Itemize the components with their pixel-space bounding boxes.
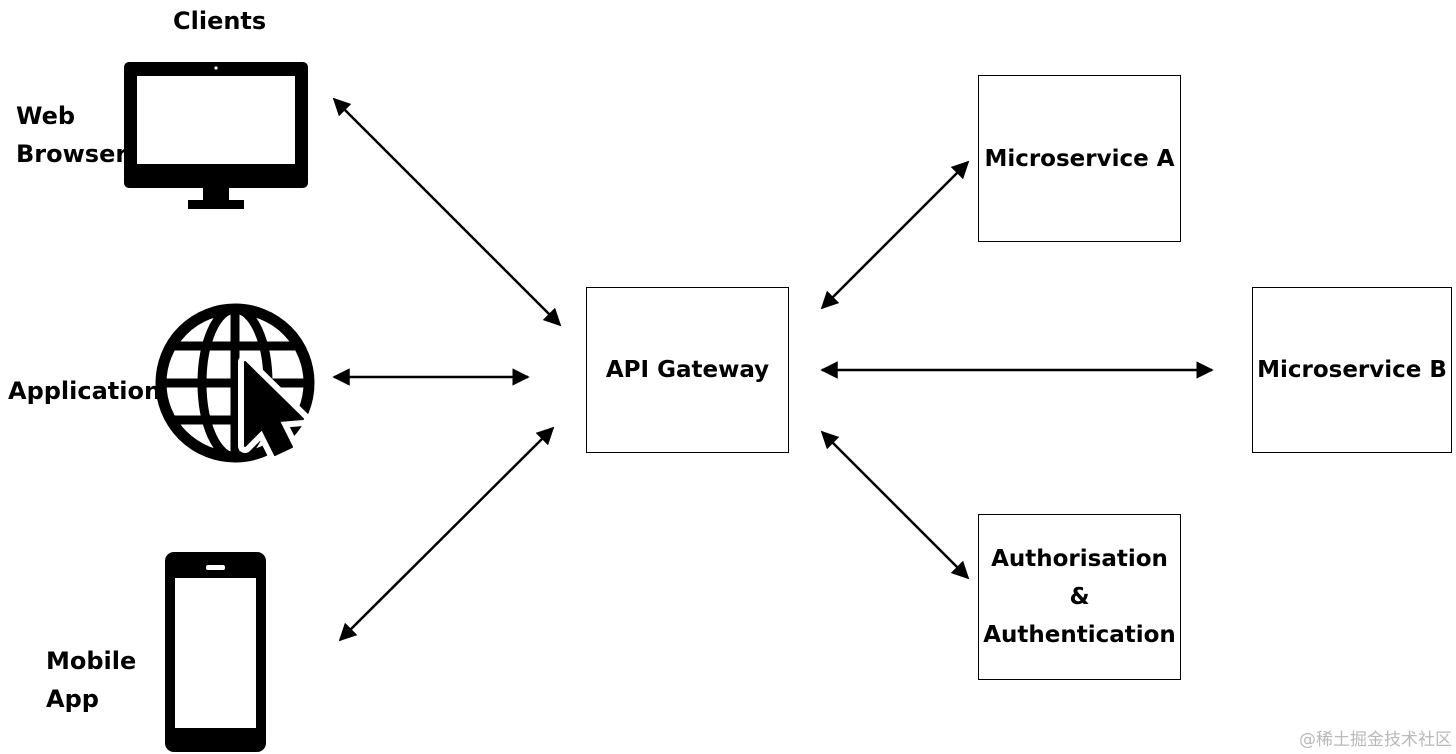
smartphone-icon <box>165 552 266 752</box>
arrow-gateway-auth <box>820 430 970 580</box>
microservice-b-label: Microservice B <box>1257 357 1447 383</box>
arrow-gateway-microservice-a <box>820 160 970 310</box>
mobile-app-label-line2: App <box>46 685 99 713</box>
microservice-b-box: Microservice B <box>1252 287 1452 453</box>
auth-box: Authorisation & Authentication <box>978 514 1181 680</box>
api-gateway-label: API Gateway <box>605 357 770 383</box>
web-browser-label: Web Browser <box>16 97 127 173</box>
clients-title: Clients <box>173 7 267 35</box>
watermark-text: @稀土掘金技术社区 <box>1299 730 1452 750</box>
application-label: Application <box>8 377 162 405</box>
api-gateway-box: API Gateway <box>586 287 789 453</box>
mobile-app-label: Mobile App <box>46 642 136 718</box>
arrow-web-browser-gateway <box>332 97 562 327</box>
web-browser-label-line1: Web <box>16 102 76 130</box>
mobile-app-label-line1: Mobile <box>46 647 137 675</box>
microservice-a-label: Microservice A <box>984 145 1175 172</box>
arrow-mobile-app-gateway <box>338 426 555 642</box>
desktop-monitor-icon <box>124 62 308 209</box>
auth-label-line1: Authorisation <box>991 546 1168 572</box>
auth-label-line2: & <box>1069 584 1090 610</box>
globe-cursor-icon <box>155 303 315 463</box>
microservice-a-box: Microservice A <box>978 75 1181 242</box>
web-browser-label-line2: Browser <box>16 140 128 168</box>
auth-label-line3: Authentication <box>983 622 1176 648</box>
